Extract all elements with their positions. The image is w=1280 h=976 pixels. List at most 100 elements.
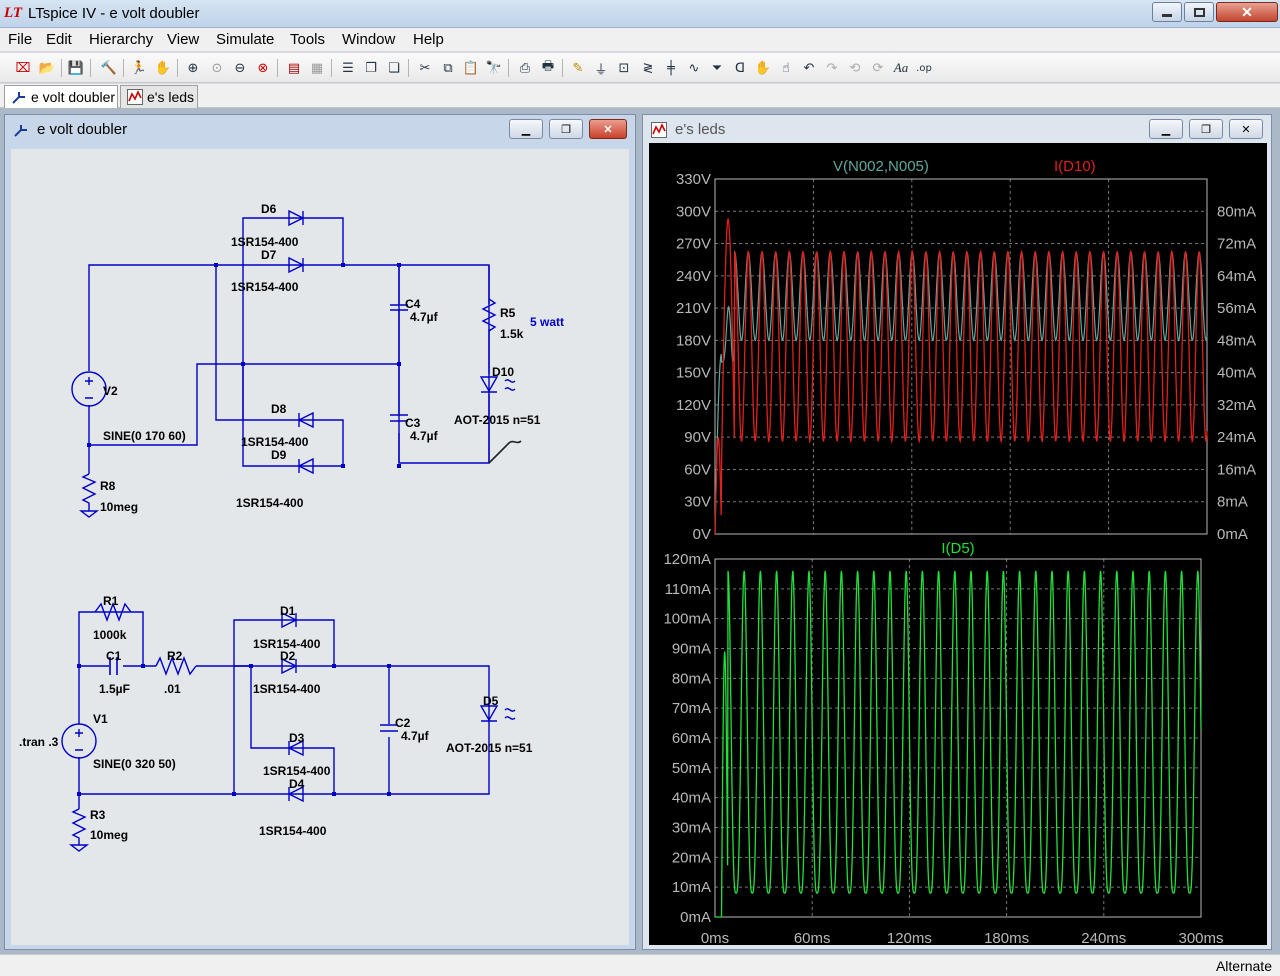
undo-icon[interactable]: ↶: [803, 60, 815, 76]
menu-window[interactable]: Window: [342, 31, 396, 48]
control-panel-icon[interactable]: 🔨: [100, 60, 118, 76]
zoom-cancel-icon[interactable]: ⊗: [257, 60, 269, 76]
plot-frame-bottom: [714, 558, 1202, 918]
label-r2-value: .01: [164, 682, 181, 696]
close-icon: ✕: [1241, 123, 1251, 136]
tab-es-leds[interactable]: e's leds: [120, 85, 198, 108]
cut-icon[interactable]: ✂: [419, 60, 431, 76]
zoom-in-icon[interactable]: ⊕: [187, 60, 199, 76]
find-icon[interactable]: 🔭: [485, 60, 503, 76]
label-c2-value: 4.7µf: [401, 729, 430, 743]
rotate-icon[interactable]: ⟲: [849, 60, 861, 76]
label-c3-name: C3: [405, 416, 421, 430]
tile-horizontal-icon[interactable]: ☰: [342, 60, 354, 76]
wires: [78, 217, 490, 809]
diode-icon[interactable]: ⏷: [711, 60, 723, 76]
waveform-icon: [651, 122, 667, 138]
menu-simulate[interactable]: Simulate: [216, 31, 275, 48]
label-c4-value: 4.7µf: [410, 310, 439, 324]
resistor-icon[interactable]: ≷: [642, 60, 654, 76]
y-tick-label: 50mA: [672, 760, 711, 777]
plot-minimize-button[interactable]: ▁: [1149, 119, 1183, 139]
y-tick-label-right: 80mA: [1217, 203, 1256, 220]
minimize-icon: ▁: [521, 123, 531, 136]
new-schematic-icon[interactable]: ⌧: [15, 60, 31, 76]
plot-window-titlebar[interactable]: e's leds ▁ ❐ ✕: [643, 115, 1271, 143]
draw-wire-icon[interactable]: ✎: [572, 60, 584, 76]
menu-edit[interactable]: Edit: [46, 31, 72, 48]
menu-tools[interactable]: Tools: [290, 31, 326, 48]
halt-icon[interactable]: ✋: [154, 60, 172, 76]
schematic-close-button[interactable]: ✕: [589, 119, 627, 139]
y-tick-label: 20mA: [672, 849, 711, 866]
zoom-out-icon[interactable]: ⊖: [234, 60, 246, 76]
spice-directive-icon[interactable]: .op: [916, 62, 932, 74]
move-icon[interactable]: ✋: [754, 60, 772, 76]
label-net-icon[interactable]: ⊡: [618, 60, 630, 76]
voltage-sources: [61, 371, 107, 759]
x-tick-label: 0ms: [701, 930, 729, 945]
mirror-icon[interactable]: ⟳: [872, 60, 884, 76]
drag-icon[interactable]: ☝: [782, 60, 790, 76]
label-r1-value: 1000k: [93, 628, 127, 642]
comment-text[interactable]: 5 watt: [530, 315, 564, 329]
minimize-button[interactable]: [1152, 2, 1182, 22]
capacitor-symbols: [109, 304, 408, 732]
print-setup-icon[interactable]: ⎙: [519, 60, 531, 76]
app-title: LTspice IV - e volt doubler: [28, 5, 200, 22]
schematic-restore-button[interactable]: ❐: [549, 119, 583, 139]
label-r5-value: 1.5k: [500, 327, 524, 341]
pan-icon[interactable]: ⊙: [211, 60, 223, 76]
schematic-window-titlebar[interactable]: e volt doubler ▁ ❐ ✕: [5, 115, 635, 143]
spice-directive[interactable]: .tran .3: [19, 735, 59, 749]
schematic-canvas[interactable]: D6 1SR154-400 D7 1SR154-400 D8 1SR154-40…: [11, 149, 629, 945]
schematic-minimize-button[interactable]: ▁: [509, 119, 543, 139]
x-tick-label: 120ms: [887, 930, 932, 945]
tab-e-volt-doubler[interactable]: e volt doubler: [4, 85, 118, 108]
y-tick-label-left: 270V: [676, 236, 711, 253]
ground-icon[interactable]: ⏚: [594, 62, 608, 78]
label-r3-name: R3: [90, 808, 106, 822]
y-tick-label: 10mA: [672, 879, 711, 896]
close-all-icon[interactable]: ❏: [388, 60, 400, 76]
label-d1-name: D1: [280, 604, 296, 618]
trace-label-v: V(N002,N005): [833, 158, 929, 175]
redo-icon[interactable]: ↷: [826, 60, 838, 76]
text-icon[interactable]: Aa: [893, 60, 909, 75]
paste-icon[interactable]: 📋: [462, 60, 480, 76]
inductor-icon[interactable]: ∿: [688, 60, 700, 76]
plot-pane-top[interactable]: 0V30V60V90V120V150V180V210V240V270V300V3…: [676, 158, 1256, 543]
y-tick-label: 30mA: [672, 820, 711, 837]
waveform-plot[interactable]: 0V30V60V90V120V150V180V210V240V270V300V3…: [649, 143, 1267, 945]
trace-i-d10: [714, 217, 1208, 535]
plot-close-button[interactable]: ✕: [1229, 119, 1263, 139]
y-tick-label: 70mA: [672, 700, 711, 717]
run-icon[interactable]: 🏃: [130, 60, 148, 76]
open-icon[interactable]: 📂: [38, 60, 56, 76]
grid-icon[interactable]: ▦: [310, 60, 324, 76]
menu-view[interactable]: View: [167, 31, 200, 48]
print-icon[interactable]: 🖶: [541, 59, 555, 74]
close-button[interactable]: ✕: [1216, 2, 1278, 22]
autorange-icon[interactable]: ▤: [287, 60, 301, 76]
schematic-window[interactable]: e volt doubler ▁ ❐ ✕: [4, 114, 636, 950]
menu-hierarchy[interactable]: Hierarchy: [89, 31, 154, 48]
save-icon[interactable]: 💾: [67, 60, 85, 76]
component-icon[interactable]: ᗡ: [735, 60, 745, 76]
junction-dots: [77, 263, 401, 796]
cascade-icon[interactable]: ❐: [365, 60, 377, 76]
copy-icon[interactable]: ⧉: [443, 60, 453, 76]
plot-restore-button[interactable]: ❐: [1189, 119, 1223, 139]
menu-help[interactable]: Help: [413, 31, 444, 48]
schematic-drawing[interactable]: D6 1SR154-400 D7 1SR154-400 D8 1SR154-40…: [11, 149, 629, 945]
menu-file[interactable]: File: [8, 31, 33, 48]
capacitor-icon[interactable]: ╪: [667, 60, 675, 76]
label-d2-name: D2: [280, 649, 296, 663]
restore-button[interactable]: [1184, 2, 1214, 22]
label-d7-value: 1SR154-400: [231, 280, 299, 294]
plot-frame-top: [714, 178, 1208, 535]
label-v1-value: SINE(0 320 50): [93, 757, 176, 771]
